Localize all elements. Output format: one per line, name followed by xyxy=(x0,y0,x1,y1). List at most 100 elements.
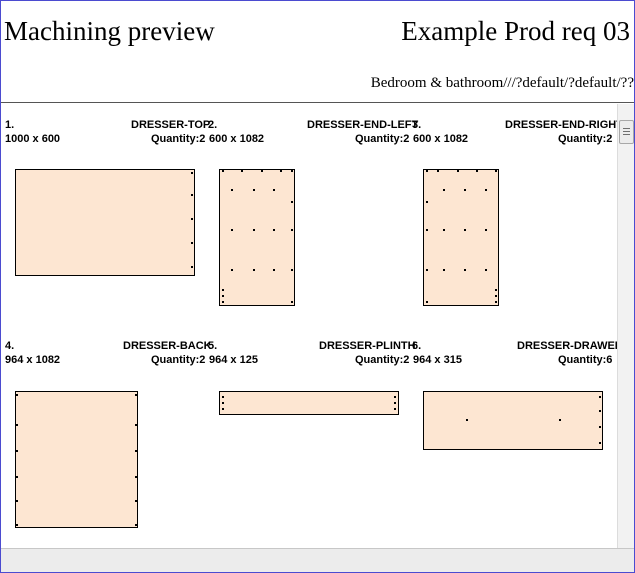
panel-dresser-end-right[interactable] xyxy=(423,169,499,306)
drill-hole xyxy=(222,295,224,297)
part-number-4: 4. xyxy=(5,340,15,352)
drill-hole xyxy=(135,476,137,478)
order-title: Example Prod req 03 xyxy=(401,16,630,46)
drill-hole xyxy=(16,524,18,526)
drill-hole xyxy=(394,402,396,404)
part-number-5: 5. xyxy=(208,340,218,352)
drill-hole xyxy=(485,229,487,231)
part-name-6: DRESSER-DRAWER xyxy=(517,340,617,352)
drill-hole xyxy=(426,170,428,172)
drill-hole xyxy=(464,229,466,231)
parts-list[interactable]: 1. 1000 x 600 DRESSER-TOP Quantity:2 2. … xyxy=(1,104,617,548)
grip-line-icon xyxy=(623,131,630,132)
drill-hole xyxy=(466,419,468,421)
drill-hole xyxy=(599,442,601,444)
drill-hole xyxy=(476,170,478,172)
drill-hole xyxy=(495,295,497,297)
part-qty-2: Quantity:2 xyxy=(355,133,410,145)
drill-hole xyxy=(394,396,396,398)
drill-hole xyxy=(291,170,293,172)
drill-hole xyxy=(273,229,275,231)
drill-hole xyxy=(280,170,282,172)
drill-hole xyxy=(291,229,293,231)
drill-hole xyxy=(443,269,445,271)
drill-hole xyxy=(191,218,193,220)
header-divider xyxy=(1,102,634,103)
part-size-6: 964 x 315 xyxy=(413,354,462,366)
drill-hole xyxy=(135,450,137,452)
grip-line-icon xyxy=(623,128,630,129)
drill-hole xyxy=(253,189,255,191)
drill-hole xyxy=(426,229,428,231)
panel-dresser-top[interactable] xyxy=(15,169,195,276)
part-size-4: 964 x 1082 xyxy=(5,354,61,366)
drill-hole xyxy=(16,476,18,478)
part-name-3: DRESSER-END-RIGHT xyxy=(505,119,617,131)
page-title: Machining preview xyxy=(4,16,215,46)
drill-hole xyxy=(559,419,561,421)
drill-hole xyxy=(231,189,233,191)
drill-hole xyxy=(599,410,601,412)
panel-dresser-drawer[interactable] xyxy=(423,391,603,450)
drill-hole xyxy=(222,301,224,303)
drill-hole xyxy=(135,500,137,502)
status-bar xyxy=(1,548,634,572)
drill-hole xyxy=(135,424,137,426)
drill-hole xyxy=(443,189,445,191)
drill-hole xyxy=(135,394,137,396)
drill-hole xyxy=(464,189,466,191)
part-name-5: DRESSER-PLINTH xyxy=(319,340,416,352)
drill-hole xyxy=(222,170,224,172)
drill-hole xyxy=(222,289,224,291)
drill-hole xyxy=(599,426,601,428)
drill-hole xyxy=(191,172,193,174)
grip-line-icon xyxy=(623,134,630,135)
vertical-scrollbar[interactable] xyxy=(617,104,634,548)
drill-hole xyxy=(135,524,137,526)
part-qty-3: Quantity:2 xyxy=(558,133,613,145)
drill-hole xyxy=(394,408,396,410)
part-qty-6: Quantity:6 xyxy=(558,354,613,366)
part-size-3: 600 x 1082 xyxy=(413,133,469,145)
part-number-1: 1. xyxy=(5,119,15,131)
drill-hole xyxy=(253,229,255,231)
drill-hole xyxy=(222,408,224,410)
part-name-1: DRESSER-TOP xyxy=(131,119,211,131)
part-qty-5: Quantity:2 xyxy=(355,354,410,366)
drill-hole xyxy=(485,269,487,271)
panel-dresser-back[interactable] xyxy=(15,391,138,528)
drill-hole xyxy=(291,301,293,303)
drill-hole xyxy=(253,269,255,271)
drill-hole xyxy=(261,170,263,172)
drill-hole xyxy=(291,269,293,271)
drill-hole xyxy=(599,396,601,398)
drill-hole xyxy=(191,194,193,196)
panel-dresser-plinth[interactable] xyxy=(219,391,399,415)
drill-hole xyxy=(437,170,439,172)
drill-hole xyxy=(273,189,275,191)
drill-hole xyxy=(241,170,243,172)
drill-hole xyxy=(495,170,497,172)
panel-dresser-end-left[interactable] xyxy=(219,169,295,306)
drill-hole xyxy=(273,269,275,271)
part-size-5: 964 x 125 xyxy=(209,354,258,366)
part-qty-4: Quantity:2 xyxy=(151,354,206,366)
part-size-2: 600 x 1082 xyxy=(209,133,265,145)
drill-hole xyxy=(291,201,293,203)
drill-hole xyxy=(16,500,18,502)
drill-hole xyxy=(222,396,224,398)
drill-hole xyxy=(231,269,233,271)
part-size-1: 1000 x 600 xyxy=(5,133,61,145)
room-path: Bedroom & bathroom///?default/?default/?… xyxy=(370,75,634,91)
drill-hole xyxy=(426,269,428,271)
part-number-2: 2. xyxy=(208,119,218,131)
drill-hole xyxy=(16,450,18,452)
scrollbar-thumb[interactable] xyxy=(619,120,634,144)
drill-hole xyxy=(457,170,459,172)
drill-hole xyxy=(191,266,193,268)
drill-hole xyxy=(16,424,18,426)
drill-hole xyxy=(426,301,428,303)
part-name-2: DRESSER-END-LEFT xyxy=(307,119,419,131)
drill-hole xyxy=(495,301,497,303)
